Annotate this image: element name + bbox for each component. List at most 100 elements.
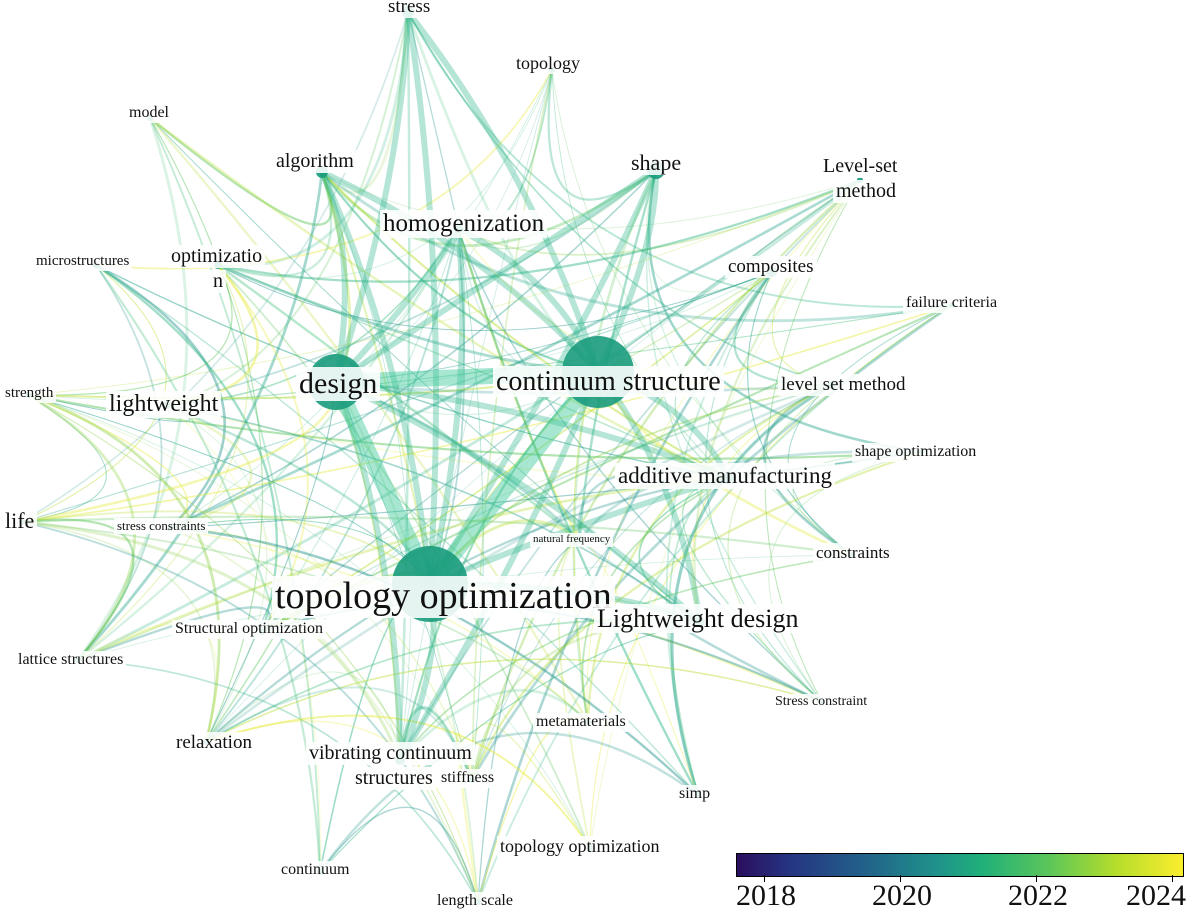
network-edge bbox=[647, 169, 923, 454]
node-label-shape-optimization: shape optimization bbox=[852, 443, 980, 462]
network-edge bbox=[261, 227, 459, 633]
network-edge bbox=[217, 69, 553, 279]
node-label-length-scale: length scale bbox=[434, 892, 516, 911]
network-edge bbox=[27, 393, 221, 743]
node-label-algorithm: algorithm bbox=[273, 150, 357, 173]
network-edge bbox=[27, 393, 136, 661]
network-edge bbox=[205, 658, 823, 743]
network-edge-hub bbox=[423, 367, 605, 589]
network-edge bbox=[21, 510, 431, 585]
network-edge-strong bbox=[335, 379, 730, 481]
node-label-microstructures: microstructures bbox=[33, 253, 133, 271]
network-edge bbox=[399, 554, 853, 761]
network-edge bbox=[21, 515, 853, 557]
network-edge bbox=[457, 179, 861, 256]
node-label-level-set-2: method bbox=[833, 180, 899, 203]
node-label-stress-constraint: Stress constraint bbox=[772, 694, 871, 711]
network-edge bbox=[762, 383, 853, 557]
node-label-homogenization: homogenization bbox=[380, 210, 548, 239]
network-edge bbox=[77, 659, 479, 903]
network-edge bbox=[149, 117, 729, 480]
node-label-shape: shape bbox=[628, 150, 685, 176]
network-edge bbox=[551, 69, 853, 556]
network-edge bbox=[457, 227, 484, 781]
network-edge bbox=[27, 394, 473, 781]
network-edge bbox=[217, 264, 773, 332]
node-label-natural-frequency: natural frequency bbox=[530, 533, 614, 547]
network-edge bbox=[638, 477, 729, 623]
network-edge-strong bbox=[405, 11, 439, 585]
network-edge bbox=[27, 264, 233, 396]
network-edge bbox=[319, 806, 479, 903]
colorbar-gradient bbox=[736, 853, 1184, 877]
network-edge bbox=[205, 671, 401, 761]
network-edge bbox=[320, 168, 657, 247]
node-label-optimization-2: n bbox=[210, 270, 226, 293]
colorbar-tick bbox=[1036, 875, 1037, 882]
network-edge bbox=[787, 304, 953, 556]
node-label-additive-manufacturing: additive manufacturing bbox=[615, 463, 835, 490]
network-edge bbox=[21, 520, 402, 761]
network-edge bbox=[321, 171, 729, 479]
network-edge bbox=[149, 117, 590, 723]
network-edge bbox=[321, 171, 431, 585]
network-edge bbox=[456, 227, 581, 541]
network-edge bbox=[165, 404, 268, 743]
network-edge bbox=[217, 264, 729, 479]
node-label-composites: composites bbox=[725, 256, 817, 278]
network-edge-strong bbox=[333, 380, 403, 761]
network-edge bbox=[457, 169, 657, 250]
network-edge bbox=[705, 271, 823, 703]
network-edge bbox=[27, 394, 188, 529]
network-edge bbox=[665, 271, 773, 796]
network-edge bbox=[335, 271, 773, 383]
network-edge bbox=[165, 11, 409, 406]
network-edge bbox=[27, 394, 591, 849]
network-edge-strong bbox=[405, 10, 601, 373]
network-edge bbox=[77, 227, 460, 661]
network-edge bbox=[320, 11, 410, 194]
network-edge bbox=[77, 384, 833, 661]
network-edge bbox=[21, 521, 479, 903]
network-edge bbox=[768, 451, 923, 703]
network-edge bbox=[149, 117, 263, 743]
network-edge bbox=[645, 169, 773, 293]
network-edge bbox=[399, 69, 553, 761]
network-edge bbox=[589, 304, 953, 849]
network-edge bbox=[456, 227, 700, 796]
colorbar-tick bbox=[764, 875, 765, 882]
network-edge bbox=[470, 303, 953, 781]
network-edge bbox=[205, 383, 833, 744]
node-label-life: life bbox=[2, 508, 38, 534]
colorbar-label-2022: 2022 bbox=[1008, 879, 1068, 912]
network-edge bbox=[205, 714, 591, 849]
node-label-level-set-1: Level-set bbox=[820, 155, 901, 178]
network-edge bbox=[407, 11, 833, 386]
colorbar-label-2018: 2018 bbox=[736, 879, 796, 912]
colorbar-label-2024: 2024 bbox=[1126, 879, 1186, 912]
network-edge bbox=[557, 539, 591, 849]
node-label-continuum-structure: continuum structure bbox=[493, 366, 724, 398]
network-edge bbox=[586, 383, 833, 723]
network-edge bbox=[21, 521, 216, 743]
colorbar-label-2020: 2020 bbox=[872, 879, 932, 912]
network-edge bbox=[764, 179, 861, 703]
network-edge bbox=[205, 381, 337, 743]
network-edge bbox=[169, 527, 479, 903]
network-edge-strong bbox=[427, 227, 466, 585]
network-edge bbox=[27, 179, 861, 396]
network-edge bbox=[693, 179, 861, 623]
network-edge bbox=[471, 384, 833, 781]
node-label-level-set-method: level set method bbox=[778, 374, 909, 396]
node-label-structural-optimization: Structural optimization bbox=[172, 620, 326, 639]
network-edge bbox=[335, 381, 401, 761]
network-edge-strong bbox=[397, 370, 601, 762]
network-edge bbox=[321, 171, 411, 761]
network-edge bbox=[217, 264, 591, 849]
network-edge bbox=[319, 621, 701, 873]
network-edge bbox=[165, 403, 253, 530]
network-edge bbox=[321, 171, 861, 230]
network-edge bbox=[95, 69, 553, 270]
network-edge bbox=[205, 720, 479, 903]
node-label-metamaterials: metamaterials bbox=[533, 713, 629, 732]
